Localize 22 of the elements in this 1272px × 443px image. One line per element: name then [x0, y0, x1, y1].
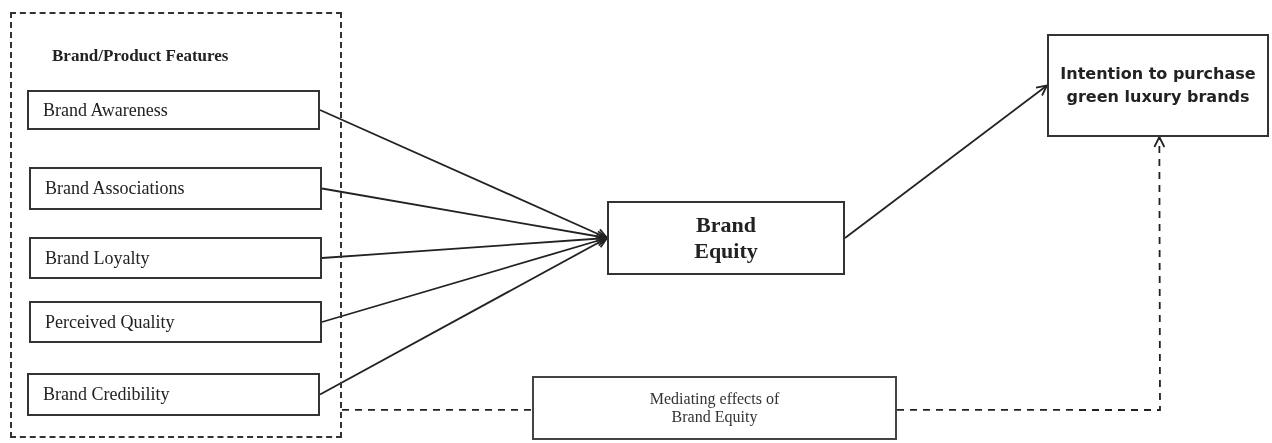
process-box	[29, 237, 322, 279]
box-label: Brand Loyalty	[45, 247, 151, 269]
box-label: Intention to purchase green luxury brands	[1059, 63, 1257, 108]
dashed-group-box	[10, 12, 342, 438]
process-box	[607, 201, 845, 275]
process-box	[27, 90, 320, 130]
box-label: Brand Equity	[693, 212, 759, 264]
group-heading: Brand/Product Features	[52, 46, 229, 66]
process-box	[1047, 34, 1269, 137]
process-box	[29, 301, 322, 343]
box-label: Mediating effects of Brand Equity	[648, 390, 781, 426]
arrow	[844, 84, 1048, 239]
arrow	[319, 237, 608, 396]
arrow	[319, 109, 608, 240]
box-label: Brand Associations	[45, 178, 186, 199]
box-label: Brand Awareness	[43, 99, 169, 121]
box-label: Perceived Quality	[45, 311, 176, 333]
dashed-arrow	[896, 136, 1166, 411]
process-box	[29, 167, 322, 210]
box-label: Brand Credibility	[43, 384, 171, 405]
process-box	[532, 376, 897, 440]
process-box	[27, 373, 320, 416]
